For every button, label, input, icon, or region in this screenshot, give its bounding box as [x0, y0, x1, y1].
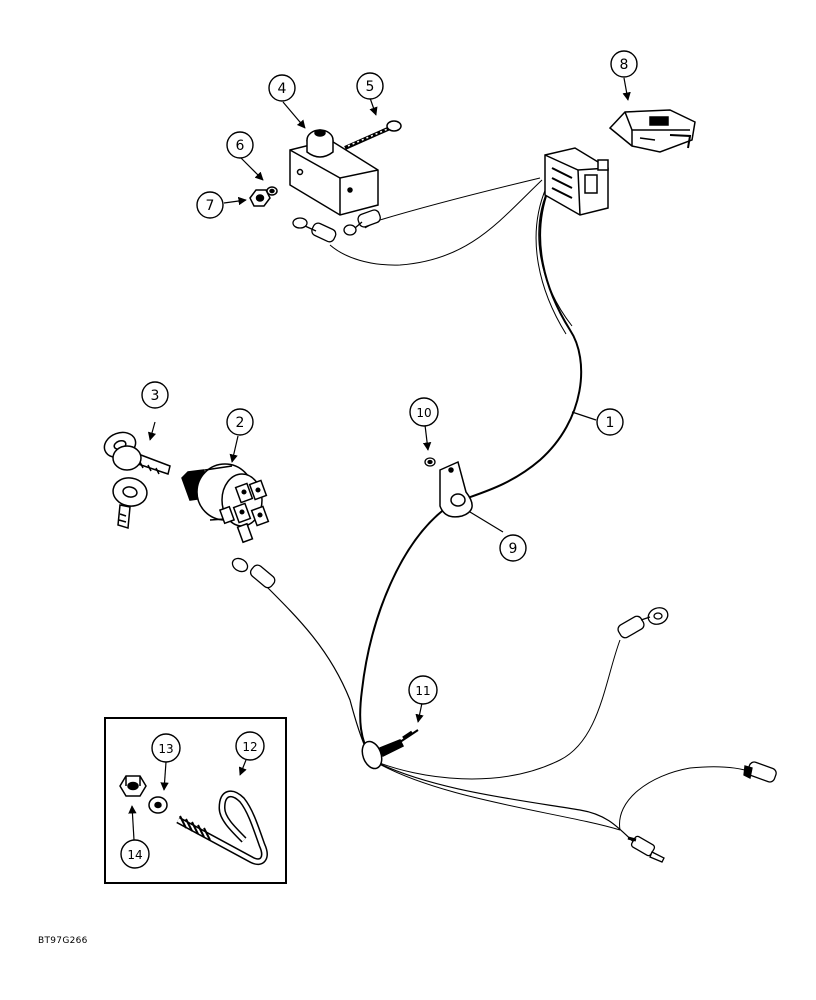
svg-text:13: 13	[158, 742, 173, 756]
callout-12: 12	[235, 731, 265, 761]
callout-13: 13	[151, 733, 181, 763]
callout-14: 14	[120, 839, 150, 869]
callouts: 1 2 3 4 5 6 7 8 9 10 11 12 13 14	[120, 50, 638, 869]
screw-part-5	[344, 120, 402, 150]
callout-7: 7	[196, 191, 224, 219]
leader-lines	[128, 77, 631, 841]
j-bolt-part-12	[176, 790, 268, 866]
callout-2: 2	[226, 408, 254, 436]
callout-9: 9	[499, 534, 527, 562]
svg-text:1: 1	[606, 415, 615, 431]
callout-8: 8	[610, 50, 638, 78]
svg-text:8: 8	[620, 57, 629, 73]
callout-6: 6	[226, 131, 254, 159]
svg-text:5: 5	[366, 79, 375, 95]
wire-harness	[264, 177, 753, 849]
svg-text:9: 9	[509, 541, 518, 557]
svg-text:12: 12	[242, 740, 257, 754]
clip-part-9	[439, 460, 473, 518]
svg-text:10: 10	[416, 406, 431, 420]
bullet-connector-female	[743, 761, 777, 783]
ring-terminal-ignition	[231, 557, 276, 589]
washer-part-6	[266, 186, 278, 196]
connector-cover-part-8	[608, 109, 696, 153]
nut-part-14	[119, 775, 147, 797]
svg-text:11: 11	[415, 684, 430, 698]
washer-part-13	[148, 796, 168, 814]
washer-part-10	[424, 457, 436, 467]
svg-text:4: 4	[278, 81, 287, 97]
inset-hardware-box	[104, 717, 287, 884]
callout-10: 10	[409, 397, 439, 427]
figure-id: BT97G266	[38, 936, 88, 946]
grommet-part-11	[361, 729, 419, 770]
callout-4: 4	[268, 74, 296, 102]
ignition-switch-part-2	[181, 463, 270, 544]
ring-terminals-upper	[292, 209, 381, 243]
harness-connector	[544, 147, 609, 216]
svg-text:14: 14	[127, 848, 142, 862]
seat-switch-part-4	[289, 129, 379, 216]
callout-1: 1	[596, 408, 624, 436]
bullet-connector-male	[627, 835, 665, 863]
ring-terminal-right	[617, 607, 669, 639]
callout-11: 11	[408, 675, 438, 705]
nut-part-7	[249, 189, 271, 207]
svg-text:2: 2	[236, 415, 245, 431]
callout-5: 5	[356, 72, 384, 100]
keys-part-3	[103, 431, 171, 529]
svg-text:7: 7	[206, 198, 215, 214]
callout-3: 3	[141, 381, 169, 409]
svg-text:6: 6	[236, 138, 245, 154]
svg-text:3: 3	[151, 388, 160, 404]
